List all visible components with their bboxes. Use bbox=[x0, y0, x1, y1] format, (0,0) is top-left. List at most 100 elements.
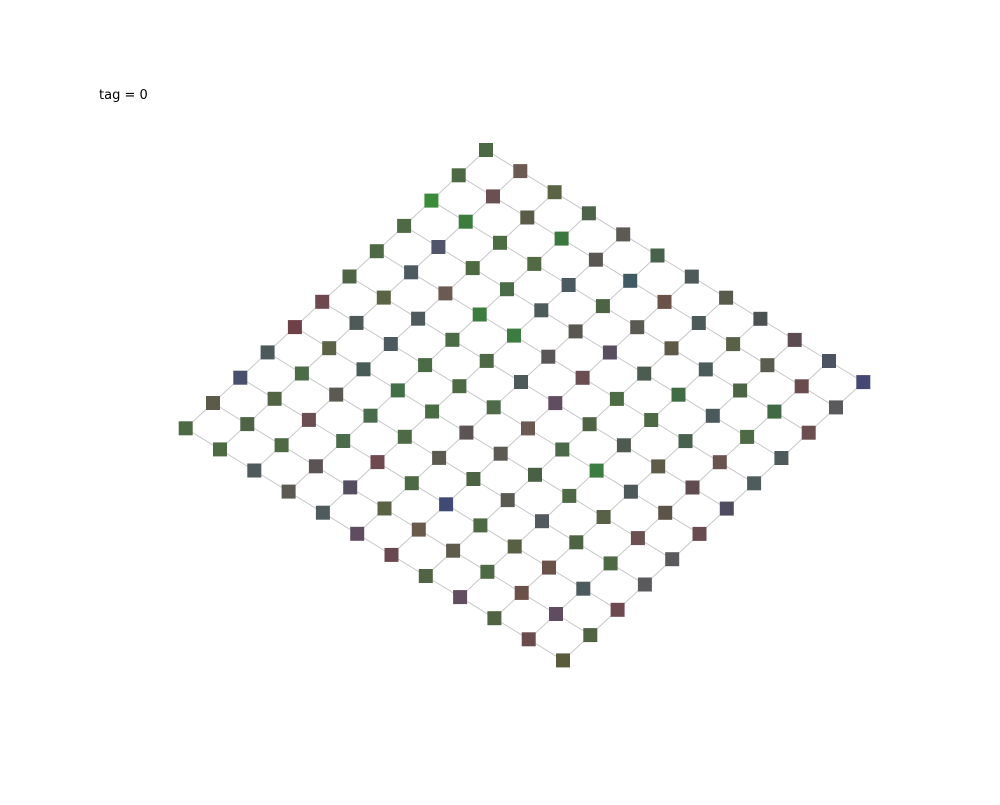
lattice-node bbox=[719, 501, 734, 516]
lattice-node bbox=[760, 358, 775, 373]
lattice-node bbox=[404, 265, 419, 280]
lattice-node bbox=[486, 400, 501, 415]
lattice-node bbox=[294, 366, 309, 381]
lattice-node bbox=[651, 459, 666, 474]
lattice-node bbox=[719, 290, 734, 305]
lattice-node bbox=[581, 206, 596, 221]
lattice-node bbox=[726, 337, 741, 352]
lattice-node bbox=[384, 547, 399, 562]
lattice-node bbox=[260, 345, 275, 360]
lattice-node bbox=[588, 252, 603, 267]
lattice-node bbox=[431, 240, 446, 254]
lattice-node bbox=[322, 341, 337, 356]
lattice-node bbox=[418, 358, 433, 373]
lattice-node bbox=[753, 311, 768, 326]
lattice-node bbox=[287, 320, 302, 335]
lattice-node bbox=[637, 366, 652, 381]
lattice-node bbox=[650, 248, 665, 263]
lattice-node bbox=[665, 552, 680, 567]
lattice-node bbox=[377, 501, 392, 516]
lattice-node bbox=[534, 303, 549, 318]
lattice-node bbox=[685, 480, 700, 495]
lattice-node bbox=[787, 332, 802, 347]
lattice-node bbox=[466, 472, 481, 486]
lattice-node bbox=[658, 505, 673, 520]
lattice-node bbox=[527, 256, 542, 271]
lattice-node bbox=[446, 543, 461, 558]
lattice-node bbox=[424, 193, 439, 208]
lattice-node bbox=[369, 244, 384, 259]
lattice-node bbox=[644, 413, 659, 427]
lattice-node bbox=[507, 539, 522, 554]
lattice-node bbox=[425, 404, 440, 419]
lattice-node bbox=[630, 320, 645, 335]
lattice-node bbox=[747, 476, 762, 491]
lattice-node bbox=[411, 311, 426, 326]
tag-label: tag = 0 bbox=[99, 88, 148, 103]
lattice-node bbox=[556, 653, 570, 668]
lattice-node bbox=[397, 429, 412, 444]
lattice-node bbox=[500, 282, 514, 297]
lattice-node bbox=[465, 261, 480, 276]
lattice-node bbox=[376, 290, 391, 305]
lattice-node bbox=[609, 391, 624, 406]
lattice-node bbox=[301, 412, 316, 427]
lattice-node bbox=[623, 484, 638, 499]
lattice-node bbox=[493, 235, 507, 250]
lattice-node bbox=[583, 628, 598, 643]
lattice-node bbox=[602, 345, 617, 360]
lattice-node bbox=[684, 269, 699, 284]
lattice-node bbox=[308, 459, 323, 474]
lattice-node bbox=[595, 299, 610, 314]
lattice-node bbox=[698, 362, 713, 377]
lattice-node bbox=[589, 463, 604, 478]
lattice-node bbox=[548, 396, 563, 411]
lattice-node bbox=[520, 210, 535, 225]
lattice-node bbox=[596, 510, 611, 524]
lattice-node bbox=[569, 535, 584, 550]
lattice-node bbox=[822, 354, 836, 368]
lattice-node bbox=[418, 569, 433, 583]
lattice-node bbox=[623, 273, 638, 288]
lattice-node bbox=[404, 476, 419, 491]
lattice-node bbox=[561, 278, 576, 292]
lattice-node bbox=[535, 514, 549, 529]
lattice-node bbox=[390, 383, 405, 398]
lattice-node bbox=[315, 505, 330, 520]
lattice-node bbox=[774, 451, 789, 465]
lattice-node bbox=[473, 518, 488, 533]
lattice-node bbox=[370, 455, 385, 470]
lattice-node bbox=[514, 375, 528, 389]
lattice-node bbox=[281, 484, 296, 499]
lattice-edges bbox=[185, 149, 864, 661]
lattice-node bbox=[336, 434, 351, 448]
lattice-node bbox=[521, 421, 535, 436]
lattice-node bbox=[343, 480, 358, 495]
lattice-node bbox=[576, 581, 591, 596]
lattice-node bbox=[240, 417, 255, 432]
lattice-node bbox=[432, 450, 447, 465]
lattice-node bbox=[528, 467, 542, 482]
lattice-node bbox=[547, 185, 562, 200]
lattice-node bbox=[453, 590, 468, 605]
lattice-node bbox=[438, 286, 453, 301]
lattice-node bbox=[554, 231, 569, 246]
lattice-node bbox=[233, 370, 248, 385]
lattice-node bbox=[575, 370, 590, 385]
lattice-node bbox=[549, 607, 563, 621]
lattice-node bbox=[439, 497, 454, 512]
lattice-node bbox=[451, 168, 466, 183]
lattice-node bbox=[342, 269, 357, 284]
lattice-node bbox=[767, 404, 782, 419]
lattice-node bbox=[349, 315, 364, 330]
lattice-node bbox=[610, 602, 625, 617]
lattice-node bbox=[603, 556, 618, 571]
lattice-node bbox=[178, 421, 193, 436]
lattice-node bbox=[213, 442, 227, 457]
lattice-node bbox=[411, 522, 426, 537]
lattice-node bbox=[664, 341, 679, 356]
lattice-node bbox=[445, 332, 460, 347]
lattice-node bbox=[691, 316, 706, 330]
lattice-nodes bbox=[178, 143, 871, 668]
